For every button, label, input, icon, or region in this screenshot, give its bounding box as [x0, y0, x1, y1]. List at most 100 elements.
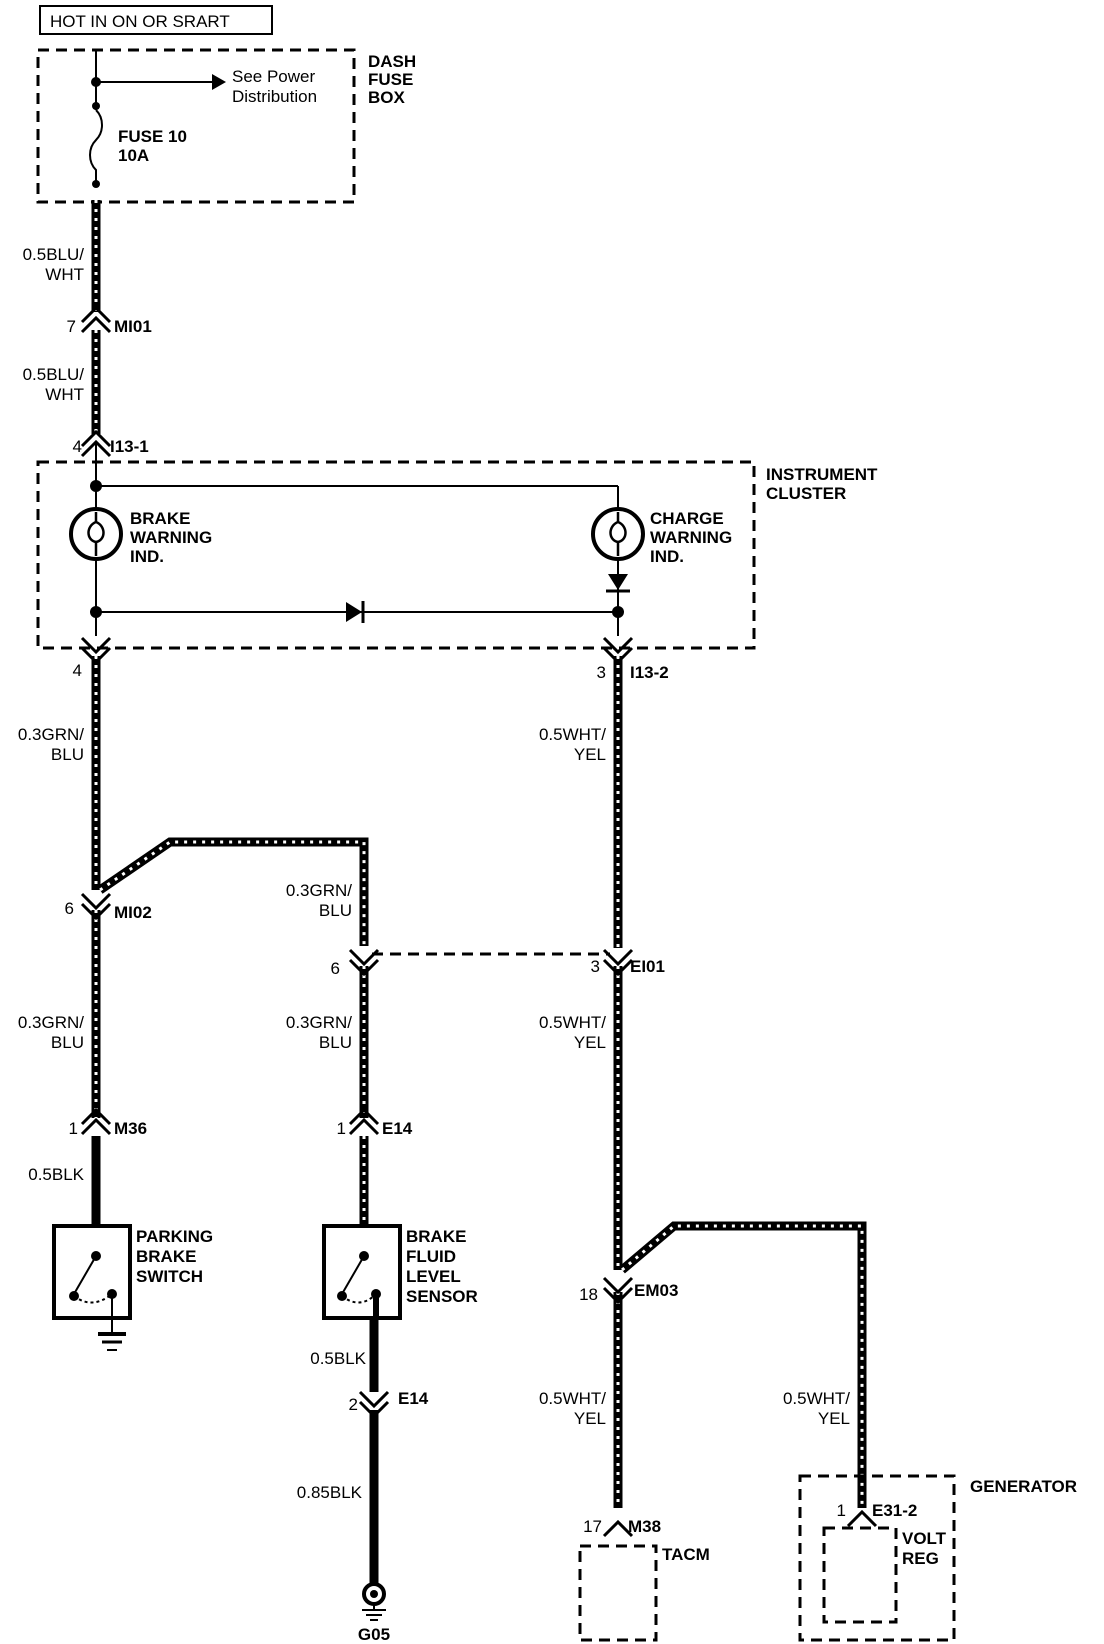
connector-m38-icon — [602, 1519, 634, 1538]
cluster-label-2: CLUSTER — [766, 484, 846, 503]
tacm-label: TACM — [662, 1545, 710, 1564]
e14-bottom-name: E14 — [398, 1389, 429, 1408]
connector-i13-2-left-icon — [80, 636, 112, 665]
wire-label-5a: 0.3GRN/ — [286, 881, 352, 900]
wire-label-11b: YEL — [574, 1409, 606, 1428]
generator-label: GENERATOR — [970, 1477, 1077, 1496]
dash-fuse-box-label-1: DASH — [368, 52, 416, 71]
connector-i13-2-icon — [602, 636, 634, 665]
wire-wht-yel — [613, 656, 867, 1508]
ei01-name: EI01 — [630, 957, 665, 976]
sensor-label-2: FLUID — [406, 1247, 456, 1266]
wire-label-3a: 0.3GRN/ — [18, 725, 84, 744]
brake-ind-label-3: IND. — [130, 547, 164, 566]
fuse-label-2: 10A — [118, 146, 149, 165]
connector-ei01-left-icon — [348, 948, 380, 977]
parking-brake-label-2: BRAKE — [136, 1247, 196, 1266]
i13-1-name: I13-1 — [110, 437, 149, 456]
connector-mi02-icon — [80, 892, 112, 921]
wire-label-2b: WHT — [45, 385, 84, 404]
fuse-icon — [89, 109, 103, 186]
mi02-name: MI02 — [114, 903, 152, 922]
charge-ind-label-3: IND. — [650, 547, 684, 566]
charge-ind-label-2: WARNING — [650, 528, 732, 547]
wire-label-7a: 0.3GRN/ — [286, 1013, 352, 1032]
charge-warning-bulb-icon — [591, 507, 645, 561]
mi02-pin: 6 — [65, 899, 74, 918]
i13-2-left-pin: 4 — [73, 661, 82, 680]
e31-2-name: E31-2 — [872, 1501, 917, 1520]
mi01-name: MI01 — [114, 317, 152, 336]
sensor-label-4: SENSOR — [406, 1287, 478, 1306]
wire-label-13: 0.85BLK — [297, 1483, 363, 1502]
diode-horizontal-icon — [346, 601, 365, 623]
wire-label-11a: 0.5WHT/ — [539, 1389, 606, 1408]
connector-e31-2-icon — [846, 1509, 878, 1528]
connector-e14-bottom-icon — [358, 1390, 390, 1419]
sensor-label-1: BRAKE — [406, 1227, 466, 1246]
wire-label-4b: YEL — [574, 745, 606, 764]
ground-icon — [98, 1332, 126, 1351]
wire-label-7b: BLU — [319, 1033, 352, 1052]
wire-label-8b: YEL — [574, 1033, 606, 1052]
m38-pin: 17 — [583, 1517, 602, 1536]
wire-label-9: 0.5BLK — [28, 1165, 84, 1184]
generator: GENERATOR VOLT REG — [798, 1474, 1077, 1642]
header-text: HOT IN ON OR SRART — [50, 12, 230, 31]
ground-g05: G05 — [358, 1582, 390, 1644]
ei01-left-pin: 6 — [331, 959, 340, 978]
ground-label: G05 — [358, 1625, 390, 1644]
e14-top-name: E14 — [382, 1119, 413, 1138]
connector-em03-icon — [602, 1276, 634, 1305]
volt-reg-label-1: VOLT — [902, 1529, 947, 1548]
arrow-right-icon — [212, 74, 226, 90]
em03-name: EM03 — [634, 1281, 678, 1300]
e31-2-pin: 1 — [837, 1501, 846, 1520]
wire-label-1a: 0.5BLU/ — [23, 245, 85, 264]
see-power-line-2: Distribution — [232, 87, 317, 106]
wire-label-5b: BLU — [319, 901, 352, 920]
see-power-line-1: See Power — [232, 67, 315, 86]
connector-labels: 7 MI01 4 I13-1 4 3 I13-2 6 MI02 6 3 EI01… — [65, 317, 918, 1536]
wire-label-1b: WHT — [45, 265, 84, 284]
brake-warning-bulb-icon — [69, 507, 123, 561]
dash-fuse-box-label-2: FUSE — [368, 70, 413, 89]
wire-label-8a: 0.5WHT/ — [539, 1013, 606, 1032]
wire-label-10: 0.5BLK — [310, 1349, 366, 1368]
wire-labels: 0.5BLU/ WHT 0.5BLU/ WHT 0.3GRN/ BLU 0.5W… — [18, 245, 850, 1502]
volt-reg-label-2: REG — [902, 1549, 939, 1568]
wire-grn-blu-left — [91, 656, 369, 1118]
i13-1-pin: 4 — [73, 437, 82, 456]
connector-mi01-icon — [80, 305, 112, 334]
e14-bottom-pin: 2 — [349, 1395, 358, 1414]
m36-name: M36 — [114, 1119, 147, 1138]
m36-pin: 1 — [69, 1119, 78, 1138]
connector-ei01-icon — [602, 948, 634, 977]
wire-label-12a: 0.5WHT/ — [783, 1389, 850, 1408]
diode-vertical-icon — [606, 574, 630, 593]
connector-i13-1-icon — [80, 429, 112, 458]
connector-m36-icon — [80, 1107, 112, 1136]
cluster-label-1: INSTRUMENT — [766, 465, 878, 484]
header-box: HOT IN ON OR SRART — [39, 5, 273, 35]
brake-ind-label-1: BRAKE — [130, 509, 190, 528]
wire-label-2a: 0.5BLU/ — [23, 365, 85, 384]
brake-ind-label-2: WARNING — [130, 528, 212, 547]
em03-pin: 18 — [579, 1285, 598, 1304]
wire-label-4a: 0.5WHT/ — [539, 725, 606, 744]
fuse-label-1: FUSE 10 — [118, 127, 187, 146]
i13-2-pin: 3 — [597, 663, 606, 682]
wire-label-6b: BLU — [51, 1033, 84, 1052]
sensor-label-3: LEVEL — [406, 1267, 461, 1286]
instrument-cluster: INSTRUMENT CLUSTER BRAKE WARNING IND. — [36, 444, 878, 650]
i13-2-name: I13-2 — [630, 663, 669, 682]
mi01-pin: 7 — [67, 317, 76, 336]
parking-brake-label-3: SWITCH — [136, 1267, 203, 1286]
brake-fluid-level-sensor: BRAKE FLUID LEVEL SENSOR — [322, 1224, 478, 1320]
ei01-pin: 3 — [591, 957, 600, 976]
charge-ind-label-1: CHARGE — [650, 509, 724, 528]
connector-e14-top-icon — [348, 1107, 380, 1136]
parking-brake-label-1: PARKING — [136, 1227, 213, 1246]
dash-fuse-box: DASH FUSE BOX See Power Distribution FUS… — [36, 48, 416, 204]
